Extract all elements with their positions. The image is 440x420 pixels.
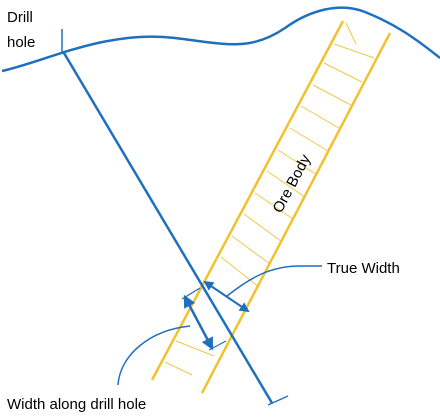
drill-hole-line [62,52,274,404]
ore-body-hanging-wall [150,20,345,381]
true-width-leader [226,265,322,297]
width-along-drill-hole-leader [117,325,191,386]
drill-hole-label-line1: Drill [7,9,33,26]
drill-hole-label-line2: hole [7,34,35,51]
width-along-drill-hole-label: Width along drill hole [7,396,146,413]
true-width-arrow [203,280,250,313]
true-width-label: True Width [327,260,400,277]
drill-hole-end-tick [267,395,289,406]
ore-body-hatching [164,22,375,376]
width-along-drill-hole-tick-bottom [208,340,227,351]
ore-body-label: Ore Body [270,152,315,216]
width-along-drill-hole-arrow [183,294,214,351]
ground-surface-line [1,6,440,73]
ore-body-footwall [200,32,392,394]
width-along-drill-hole-tick-top [181,287,201,300]
